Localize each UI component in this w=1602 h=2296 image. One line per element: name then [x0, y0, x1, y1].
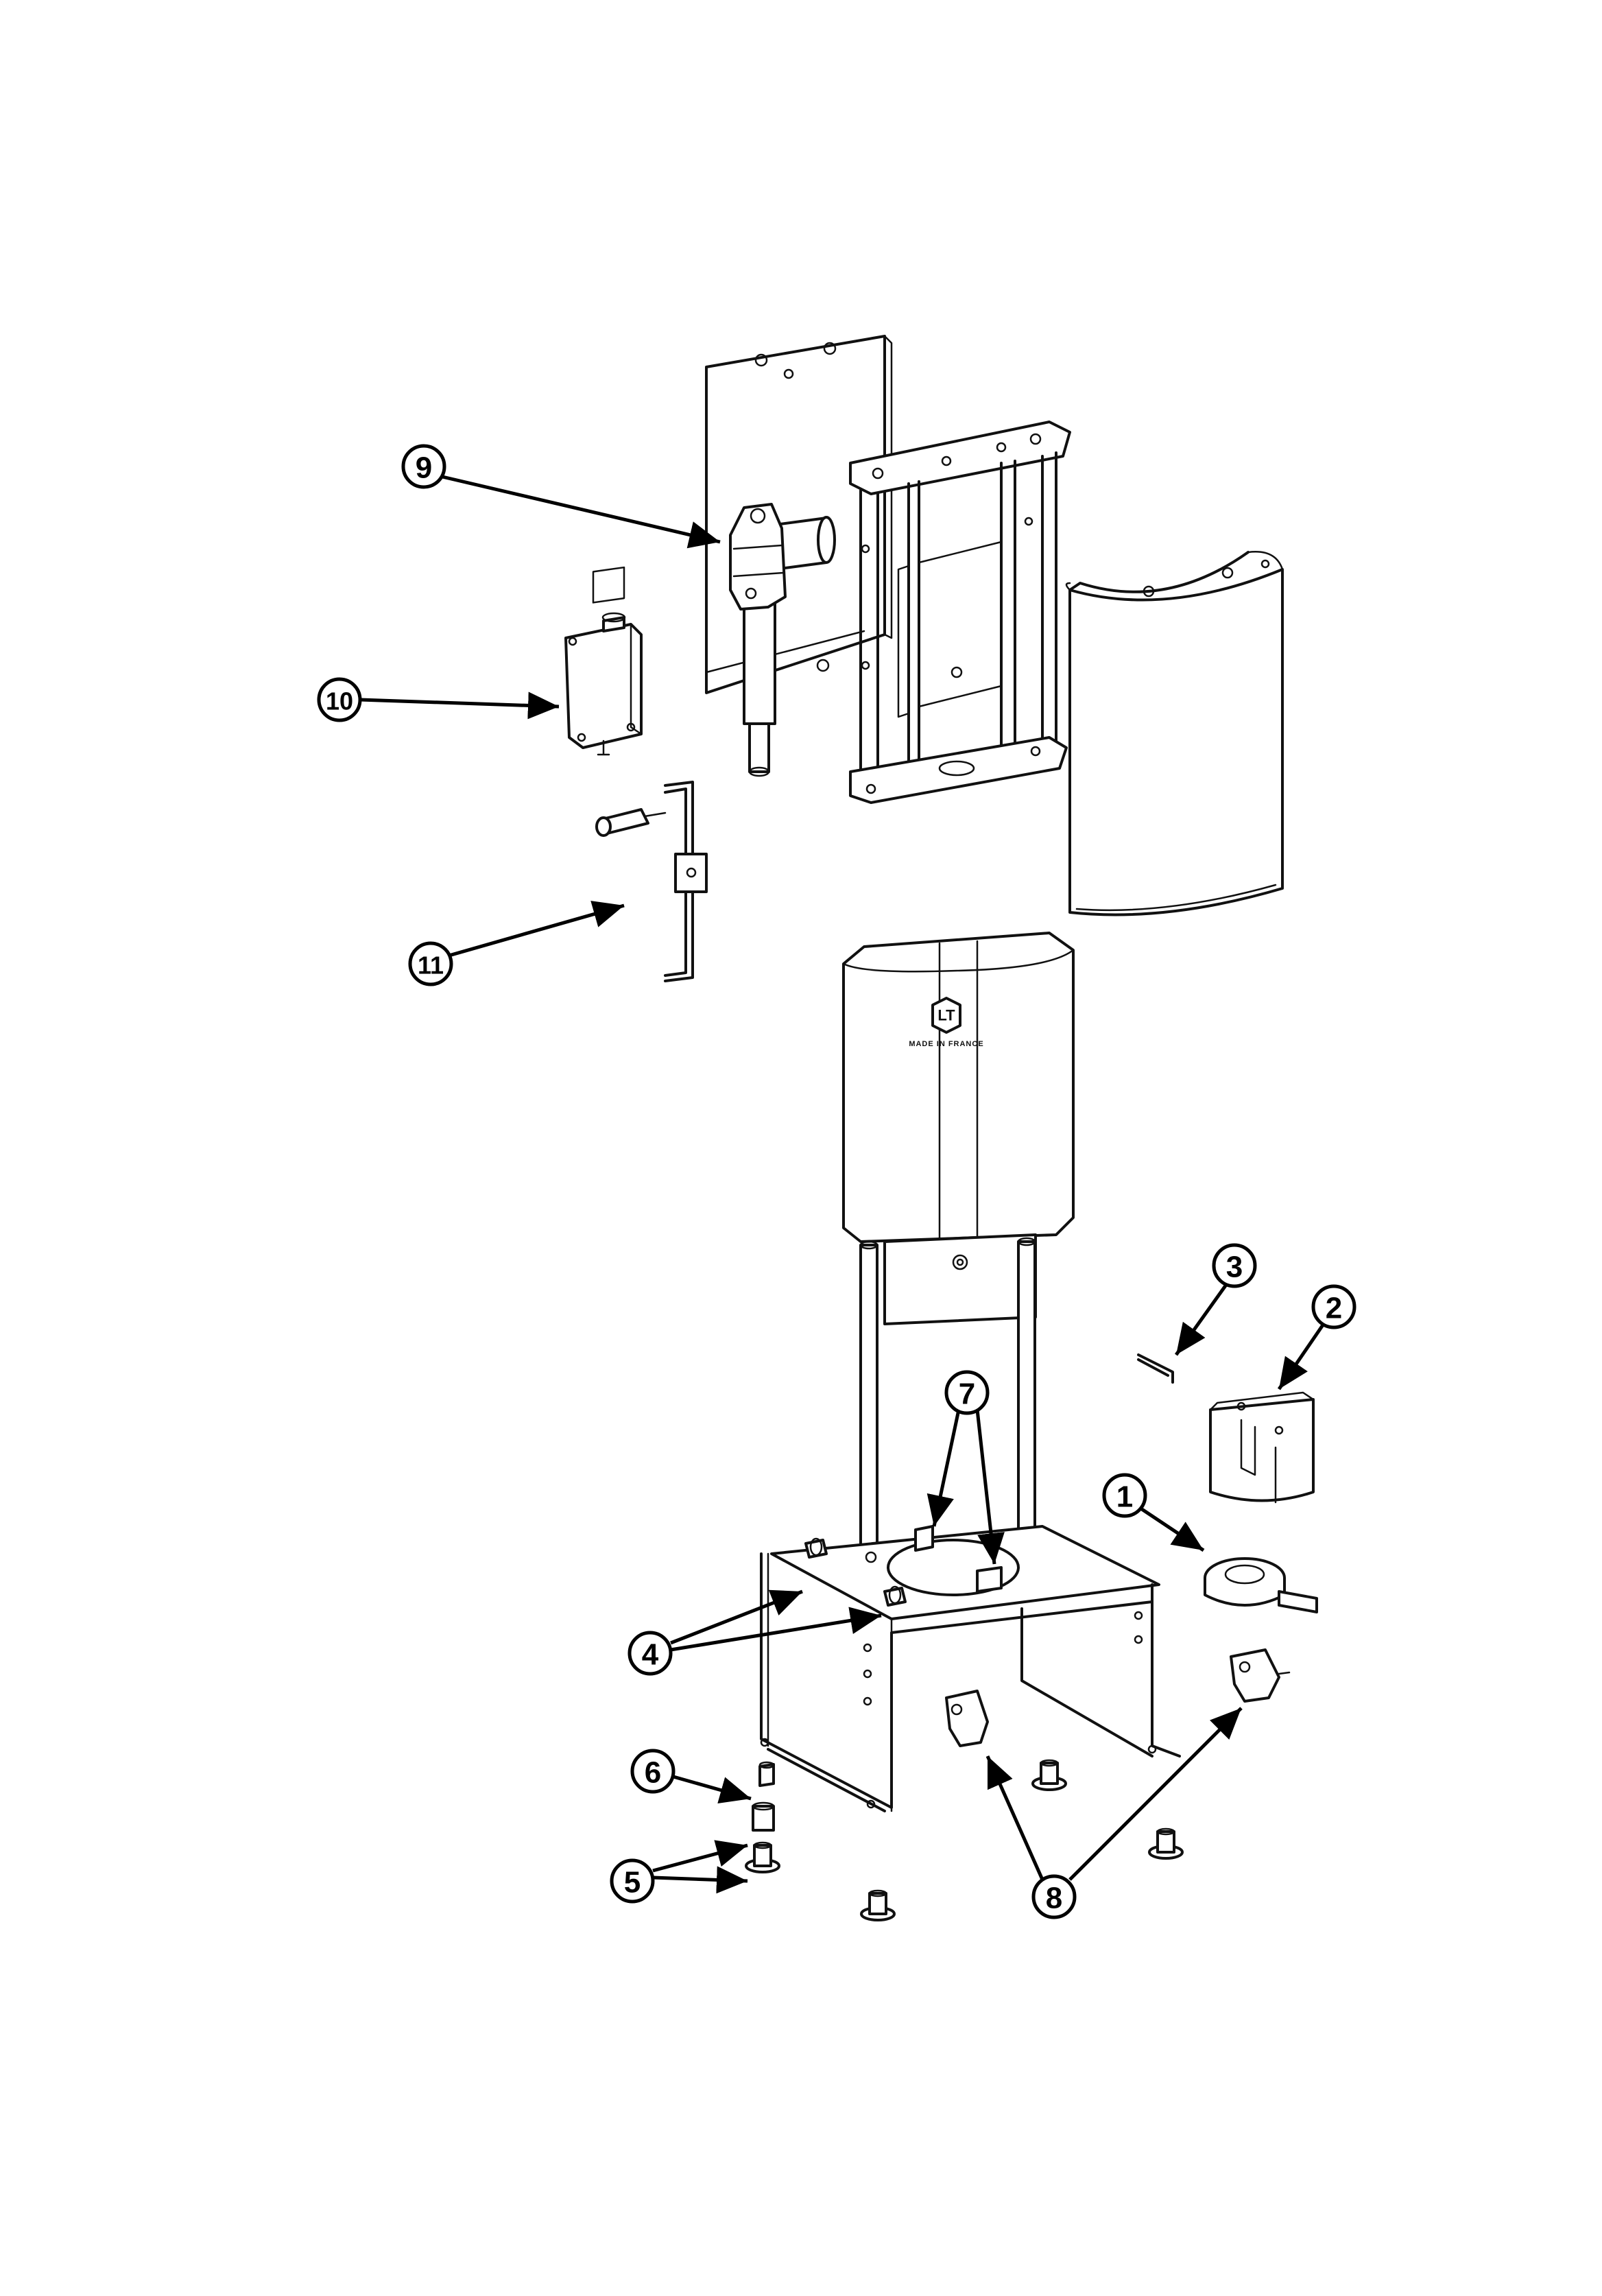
- callout-11-label: 11: [418, 951, 444, 980]
- leader-5a: [652, 1840, 748, 1873]
- callout-7: 7: [944, 1370, 990, 1415]
- callout-2-label: 2: [1326, 1292, 1342, 1325]
- rear-panel: [705, 335, 893, 694]
- callout-8: 8: [1031, 1874, 1077, 1919]
- callout-5-label: 5: [624, 1866, 641, 1899]
- leader-11: [431, 901, 625, 962]
- callout-6-label: 6: [645, 1756, 661, 1790]
- callout-9-label: 9: [416, 451, 432, 485]
- feet: [745, 1759, 1184, 1921]
- screws: [804, 1537, 907, 1607]
- linear-actuator: [729, 503, 836, 777]
- sensors: [945, 1648, 1291, 1747]
- callout-3-label: 3: [1226, 1251, 1243, 1284]
- callout-7-label: 7: [959, 1377, 975, 1411]
- main-housing: LT MADE IN FRANCE: [842, 932, 1075, 1246]
- callout-9: 9: [401, 444, 446, 489]
- callout-2: 2: [1311, 1284, 1356, 1329]
- logo-letters: LT: [937, 1007, 955, 1024]
- allen-key-set: [595, 781, 708, 982]
- collar: [1204, 1557, 1318, 1613]
- leader-3: [1174, 1281, 1230, 1356]
- leader-8a: [985, 1755, 1044, 1881]
- callout-5: 5: [610, 1858, 655, 1904]
- callout-6: 6: [630, 1749, 676, 1794]
- callout-1: 1: [1102, 1473, 1147, 1518]
- callout-1-label: 1: [1116, 1480, 1133, 1514]
- callout-4: 4: [627, 1631, 673, 1676]
- clamp: [1209, 1391, 1315, 1504]
- leader-5b: [652, 1866, 748, 1894]
- pin: [1137, 1353, 1174, 1384]
- callout-11: 11: [408, 941, 453, 986]
- callout-8-label: 8: [1046, 1882, 1062, 1915]
- leader-8b: [1068, 1707, 1243, 1881]
- callout-10: 10: [317, 677, 362, 722]
- leader-7a: [926, 1409, 961, 1527]
- leader-2: [1277, 1323, 1326, 1390]
- leader-9: [442, 475, 721, 549]
- leader-10: [359, 691, 560, 720]
- leader-1: [1140, 1507, 1205, 1552]
- leader-7b: [975, 1409, 1005, 1565]
- made-in-france-label: MADE IN FRANCE: [909, 1040, 983, 1048]
- callout-3: 3: [1212, 1243, 1257, 1288]
- leader-4a: [670, 1589, 803, 1645]
- callout-10-label: 10: [326, 687, 353, 715]
- curved-cover: [1065, 551, 1284, 916]
- inner-frame: [849, 421, 1071, 804]
- control-box: [564, 566, 643, 756]
- leader-6: [673, 1775, 752, 1803]
- logo: LT: [931, 997, 961, 1034]
- base-frame: [760, 1233, 1181, 1812]
- leader-4b: [670, 1607, 882, 1652]
- leader-lines: [359, 475, 1326, 1894]
- callout-4-label: 4: [642, 1638, 659, 1672]
